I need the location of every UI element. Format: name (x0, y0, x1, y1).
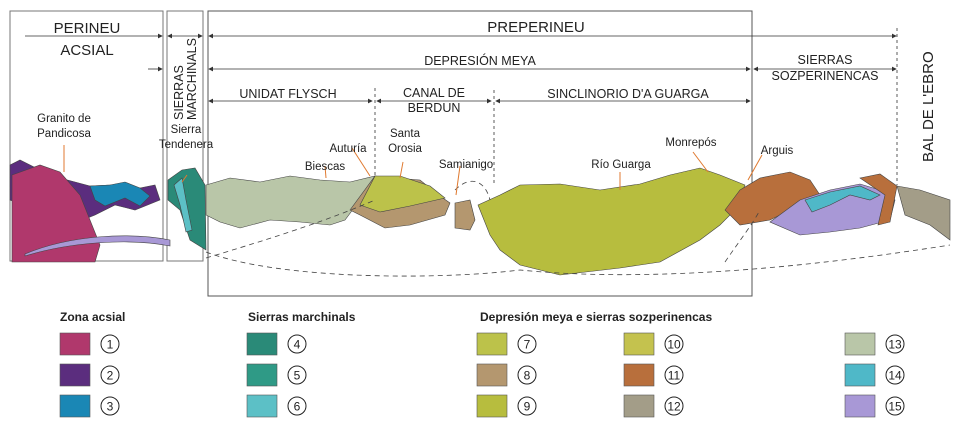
label-samianigo: Samianigo (439, 159, 493, 171)
label-arguis: Arguis (761, 145, 794, 157)
legend-number-circle (664, 365, 684, 385)
legend-swatch-9 (476, 394, 508, 418)
label-canal-de: CANAL DE (403, 86, 465, 100)
legend-number-circle (885, 334, 905, 354)
legend-swatch-3 (59, 394, 91, 418)
legend-number-circle (287, 334, 307, 354)
place-labels: Granito de Pandicosa Sierra Tendenera Bi… (37, 113, 793, 173)
label-marchinals: MARCHINALS (185, 38, 199, 120)
legend-number-circle (100, 334, 120, 354)
label-unidat-flysch: UNIDAT FLYSCH (239, 87, 336, 101)
legend-swatch-6 (246, 394, 278, 418)
legend-swatch-14 (844, 363, 876, 387)
legend-number-circle (517, 396, 537, 416)
legend-number-14: 14 (888, 369, 902, 383)
label-sierras-soz-2: SOZPERINENCAS (772, 69, 879, 83)
legend-number-13: 13 (888, 338, 902, 352)
legend-swatch-7 (476, 332, 508, 356)
legend-number-circle (517, 334, 537, 354)
legend-number-circle (885, 365, 905, 385)
legend-number-circle (664, 396, 684, 416)
legend-group-depresion: Depresión meya e sierras sozperinencas (480, 310, 712, 324)
label-acsial: ACSIAL (60, 42, 113, 59)
legend-number-circle (517, 365, 537, 385)
cross-section-geology (9, 159, 951, 276)
legend-swatch-10 (623, 332, 655, 356)
label-monrepos: Monrepós (665, 137, 716, 149)
span-arrows (25, 28, 898, 185)
legend-number-1: 1 (107, 338, 114, 352)
leader-lines (63, 145, 763, 196)
legend-number-3: 3 (107, 400, 114, 414)
legend-swatch-13 (844, 332, 876, 356)
label-santa: Santa (390, 128, 421, 140)
legend-number-7: 7 (524, 338, 531, 352)
legend-number-8: 8 (524, 369, 531, 383)
legend-number-4: 4 (294, 338, 301, 352)
legend-swatch-4 (246, 332, 278, 356)
label-sierra: Sierra (171, 124, 202, 136)
legend-number-15: 15 (888, 400, 902, 414)
legend-number-9: 9 (524, 400, 531, 414)
legend-number-circle (885, 396, 905, 416)
label-biescas: Biescas (305, 161, 346, 173)
legend-group-zona-acsial: Zona acsial (60, 310, 125, 324)
label-sierras-soz-1: SIERRAS (798, 53, 853, 67)
sierras-marchinals-box (166, 10, 204, 262)
label-preperineu: PREPERINEU (487, 19, 585, 36)
label-berdun: BERDUN (408, 101, 461, 115)
legend-number-2: 2 (107, 369, 114, 383)
legend-number-10: 10 (667, 338, 681, 352)
structural-lines (205, 180, 951, 277)
legend-number-circle (664, 334, 684, 354)
legend-number-circle (287, 396, 307, 416)
label-pandicosa: Pandicosa (37, 128, 91, 140)
legend-swatch-2 (59, 363, 91, 387)
legend-group-sierras-marchinals: Sierras marchinals (248, 310, 356, 324)
preperineu-box (207, 10, 753, 297)
legend-swatch-15 (844, 394, 876, 418)
label-bal-de-lebro: BAL DE L'EBRO (920, 51, 937, 162)
label-perineu: PERINEU (54, 20, 121, 37)
legend-swatch-11 (623, 363, 655, 387)
legend-number-5: 5 (294, 369, 301, 383)
legend-swatch-8 (476, 363, 508, 387)
label-orosia: Orosia (388, 143, 422, 155)
legend-swatch-1 (59, 332, 91, 356)
label-auturia: Auturía (329, 143, 367, 155)
legend-number-circle (100, 396, 120, 416)
label-granito: Granito de (37, 113, 91, 125)
label-sinclinorio: SINCLINORIO D'A GUARGA (547, 87, 709, 101)
label-tendenera: Tendenera (159, 139, 214, 151)
legend-swatch-5 (246, 363, 278, 387)
label-sierras: SIERRAS (172, 65, 186, 120)
legend: Zona acsial Sierras marchinals Depresión… (59, 310, 905, 418)
legend-number-12: 12 (667, 400, 681, 414)
legend-number-6: 6 (294, 400, 301, 414)
label-depresion-meya: DEPRESIÓN MEYA (424, 53, 536, 68)
legend-number-11: 11 (668, 369, 681, 383)
legend-swatch-12 (623, 394, 655, 418)
legend-number-circle (287, 365, 307, 385)
legend-number-circle (100, 365, 120, 385)
label-rio-guarga: Río Guarga (591, 159, 651, 171)
